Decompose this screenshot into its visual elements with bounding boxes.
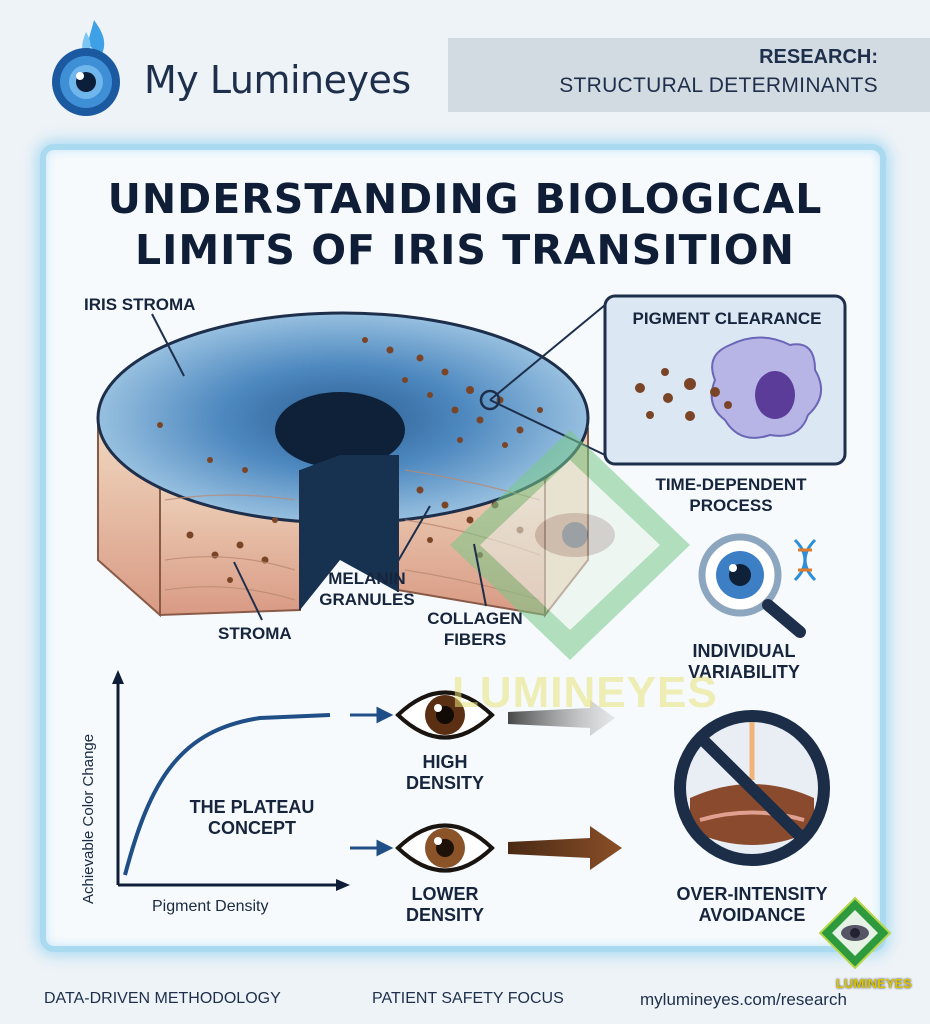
- label-stroma: STROMA: [218, 624, 292, 643]
- magnifier-eye-icon: [698, 533, 806, 638]
- label-melanin-line-2: GRANULES: [319, 590, 415, 609]
- research-banner: RESEARCH: STRUCTURAL DETERMINANTS: [448, 38, 930, 112]
- lumineyes-logo-icon: [52, 20, 120, 116]
- label-plateau-line-2: CONCEPT: [207, 818, 296, 838]
- chart-y-axis-label: Achievable Color Change: [80, 686, 102, 906]
- label-over-line-2: AVOIDANCE: [698, 905, 806, 925]
- leader-collagen: [473, 543, 487, 607]
- footer-url-link[interactable]: mylumineyes.com/research: [640, 990, 847, 1009]
- label-high-line-2: DENSITY: [405, 773, 484, 793]
- plateau-curve: [123, 713, 331, 876]
- research-label: RESEARCH:: [759, 46, 878, 68]
- watermark-badge-text: LUMINEYES: [836, 976, 912, 991]
- label-melanin-line-1: MELANIN: [328, 569, 406, 588]
- pigment-clearance-inset: [479, 294, 847, 466]
- label-lower-line-1: LOWER: [411, 884, 479, 904]
- label-individual-variability: INDIVIDUAL VARIABILITY: [664, 641, 824, 683]
- label-time-dependent: TIME-DEPENDENT PROCESS: [626, 474, 836, 516]
- lower-density-eye-icon: [395, 823, 495, 873]
- label-high-density: HIGH DENSITY: [390, 752, 500, 794]
- y-axis-label-text: Achievable Color Change: [80, 733, 97, 904]
- leader-stroma: [233, 561, 263, 621]
- label-time-line-1: TIME-DEPENDENT: [655, 475, 807, 494]
- label-over-intensity: OVER-INTENSITY AVOIDANCE: [652, 884, 852, 926]
- label-plateau-line-1: THE PLATEAU: [189, 797, 315, 817]
- label-collagen-line-2: FIBERS: [443, 630, 507, 649]
- chart-x-axis-label: Pigment Density: [152, 898, 269, 915]
- label-lower-density: LOWER DENSITY: [390, 884, 500, 926]
- footer-methodology: DATA-DRIVEN METHODOLOGY: [44, 990, 281, 1007]
- prohibited-icon: [674, 710, 830, 866]
- watermark-text: LUMINEYES: [452, 668, 718, 717]
- grey-fade-arrow: [508, 700, 615, 736]
- brand-name: My Lumineyes: [144, 58, 411, 102]
- leader-iris-stroma: [151, 313, 185, 377]
- plateau-chart: [112, 670, 350, 891]
- label-lower-line-2: DENSITY: [405, 905, 484, 925]
- dna-icon: [793, 538, 817, 582]
- label-melanin-granules: MELANIN GRANULES: [312, 568, 422, 610]
- label-high-line-1: HIGH: [422, 752, 468, 772]
- label-collagen-fibers: COLLAGEN FIBERS: [420, 608, 530, 650]
- watermark-diamond: [450, 430, 690, 660]
- leader-melanin: [393, 505, 431, 569]
- label-time-line-2: PROCESS: [689, 496, 773, 515]
- page-title-line-1: UNDERSTANDING BIOLOGICAL: [107, 175, 823, 223]
- footer-safety: PATIENT SAFETY FOCUS: [372, 990, 564, 1007]
- label-pigment-clearance: PIGMENT CLEARANCE: [632, 309, 822, 328]
- page-title-line-2: LIMITS OF IRIS TRANSITION: [135, 226, 795, 274]
- flow-arrows: [350, 706, 394, 857]
- label-over-line-1: OVER-INTENSITY: [676, 884, 828, 904]
- high-density-eye-icon: [395, 690, 495, 740]
- label-plateau-concept: THE PLATEAU CONCEPT: [162, 797, 342, 839]
- research-subtitle: STRUCTURAL DETERMINANTS: [559, 74, 878, 97]
- label-indiv-line-1: INDIVIDUAL: [692, 641, 796, 661]
- watermark-badge: [818, 896, 892, 970]
- label-iris-stroma: IRIS STROMA: [84, 295, 196, 314]
- brown-arrow: [508, 826, 622, 870]
- label-collagen-line-1: COLLAGEN: [427, 609, 523, 628]
- label-indiv-line-2: VARIABILITY: [688, 662, 800, 682]
